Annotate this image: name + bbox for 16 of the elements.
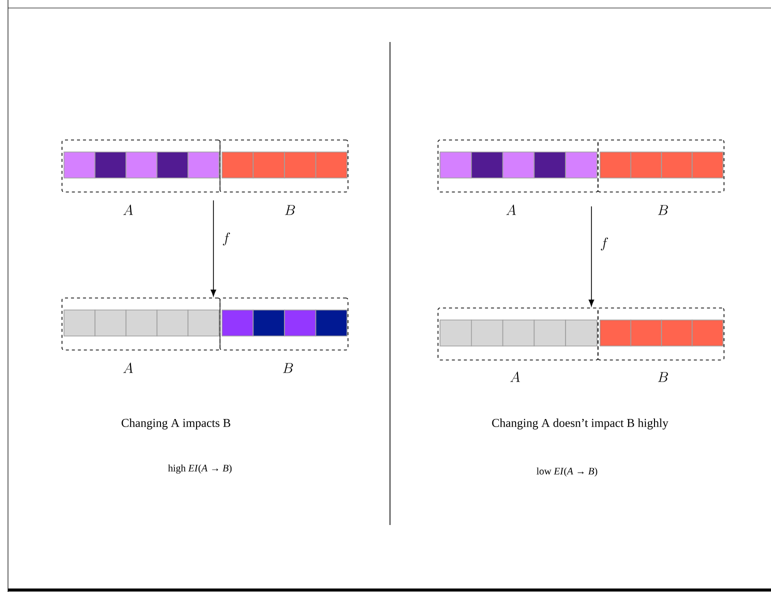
variable-label: $B$ xyxy=(282,363,293,373)
edge-label: $f$ xyxy=(600,237,608,251)
variable-label: $A$ xyxy=(123,362,133,373)
variable-label: $A$ xyxy=(123,204,133,215)
arrow xyxy=(210,200,216,296)
caption-text: high EI(A → B) xyxy=(168,464,232,474)
variable-label: $B$ xyxy=(658,205,668,215)
variable-label: $B$ xyxy=(284,205,295,215)
variable-label: $A$ xyxy=(510,372,520,382)
caption-text: Changing A impacts B xyxy=(122,418,230,430)
edge-label: $f$ xyxy=(222,232,230,246)
arrow xyxy=(588,206,594,306)
caption-text: Changing A doesn’t impact B highly xyxy=(492,418,668,430)
variable-label: $A$ xyxy=(506,204,516,215)
caption-text: low EI(A → B) xyxy=(536,467,598,477)
variable-label: $B$ xyxy=(658,372,668,382)
